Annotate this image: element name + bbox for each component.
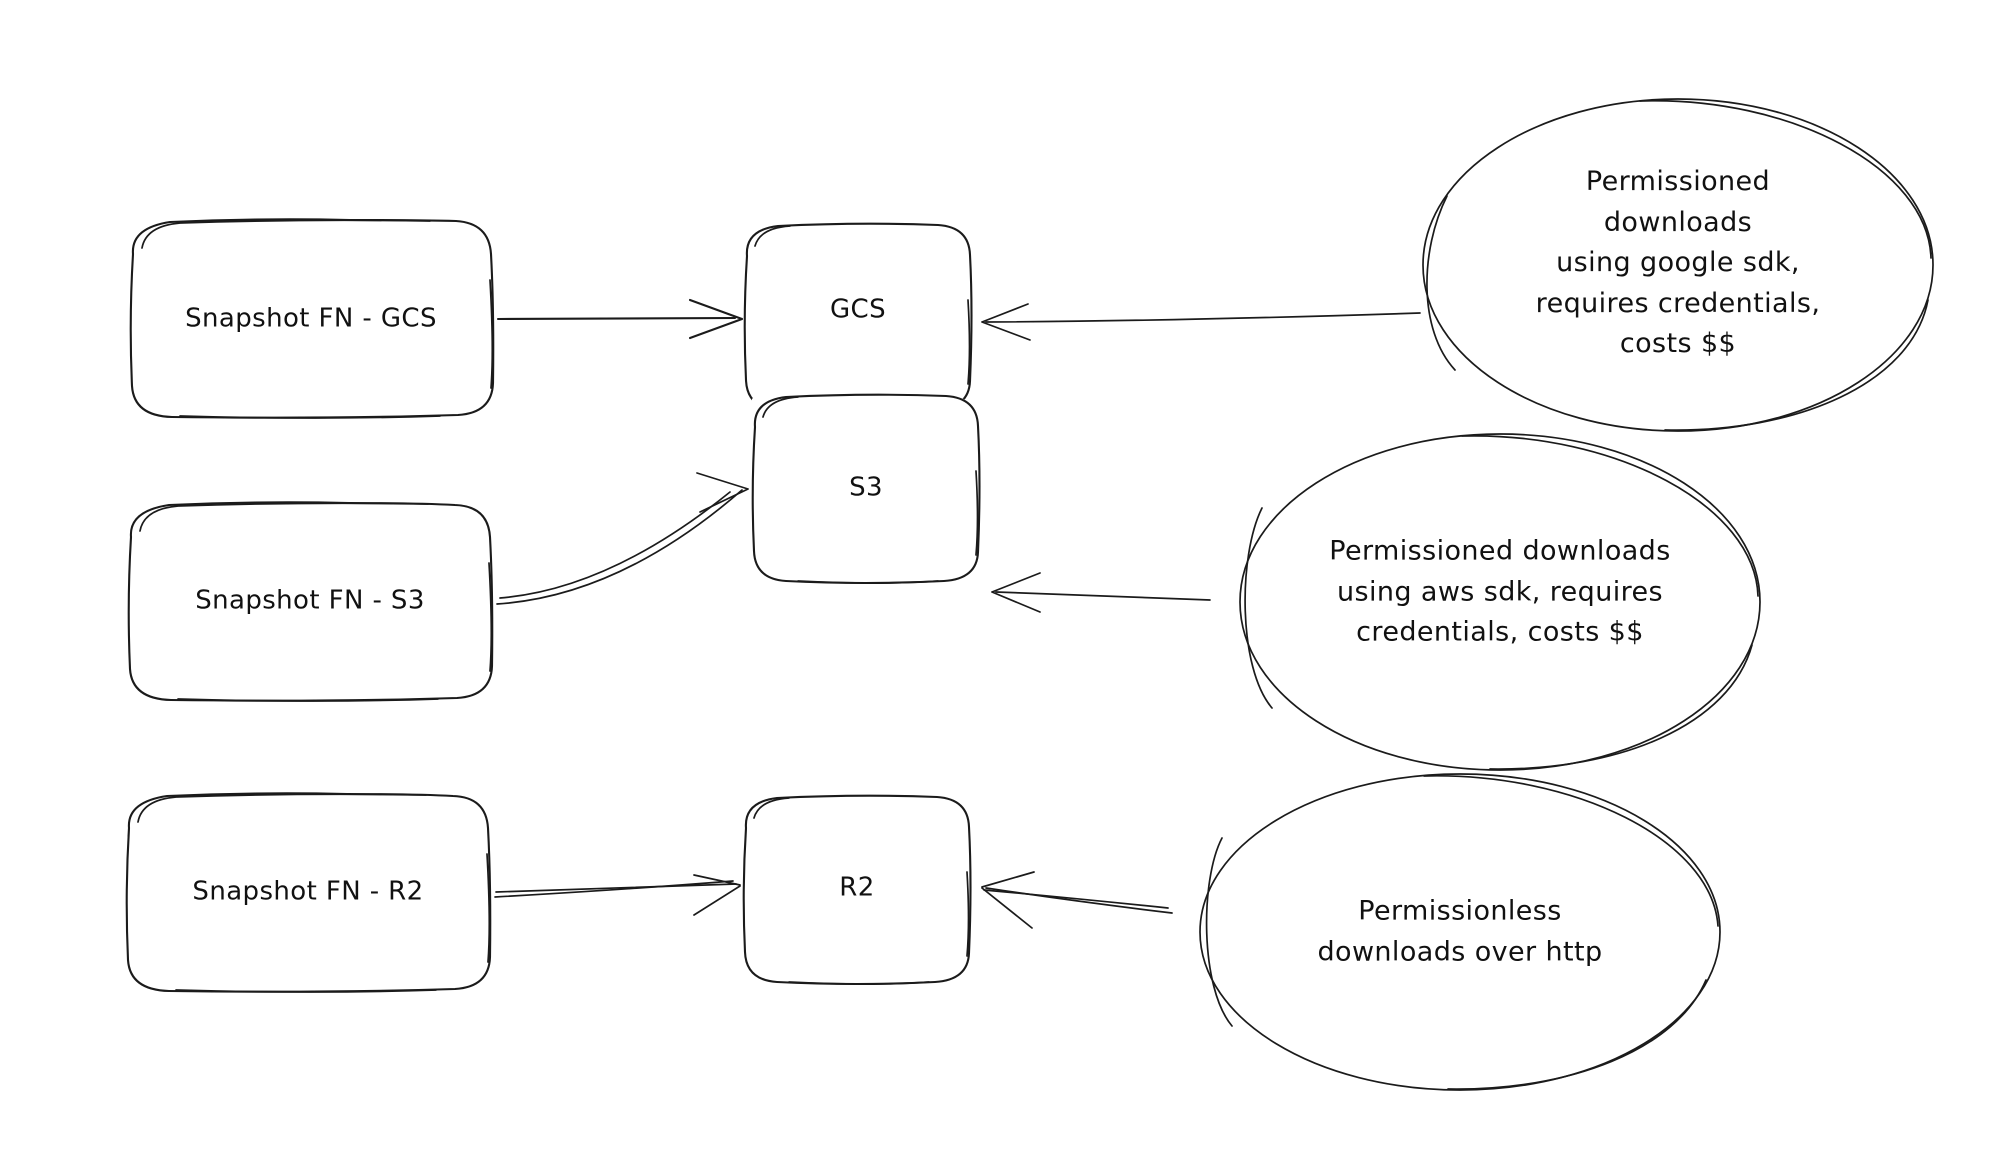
node-gcs[interactable] [743, 222, 973, 414]
node-snapshot-fn-r2[interactable] [125, 792, 492, 993]
node-r2[interactable] [742, 794, 972, 986]
edge-snapshot-r2-to-r2 [494, 874, 741, 916]
node-snapshot-fn-s3[interactable] [127, 501, 494, 702]
edge-snapshot-s3-to-s3 [496, 472, 749, 605]
edge-note-r2-to-r2 [981, 871, 1173, 929]
note-gcs-ellipse[interactable] [1422, 98, 1934, 432]
note-r2-ellipse[interactable] [1199, 773, 1721, 1091]
node-s3[interactable] [751, 393, 981, 585]
edge-note-s3-to-s3 [991, 572, 1211, 613]
edge-note-gcs-to-gcs [981, 303, 1421, 341]
note-s3-ellipse[interactable] [1239, 433, 1761, 771]
edge-snapshot-gcs-to-gcs [496, 298, 744, 340]
node-snapshot-fn-gcs[interactable] [129, 218, 495, 419]
